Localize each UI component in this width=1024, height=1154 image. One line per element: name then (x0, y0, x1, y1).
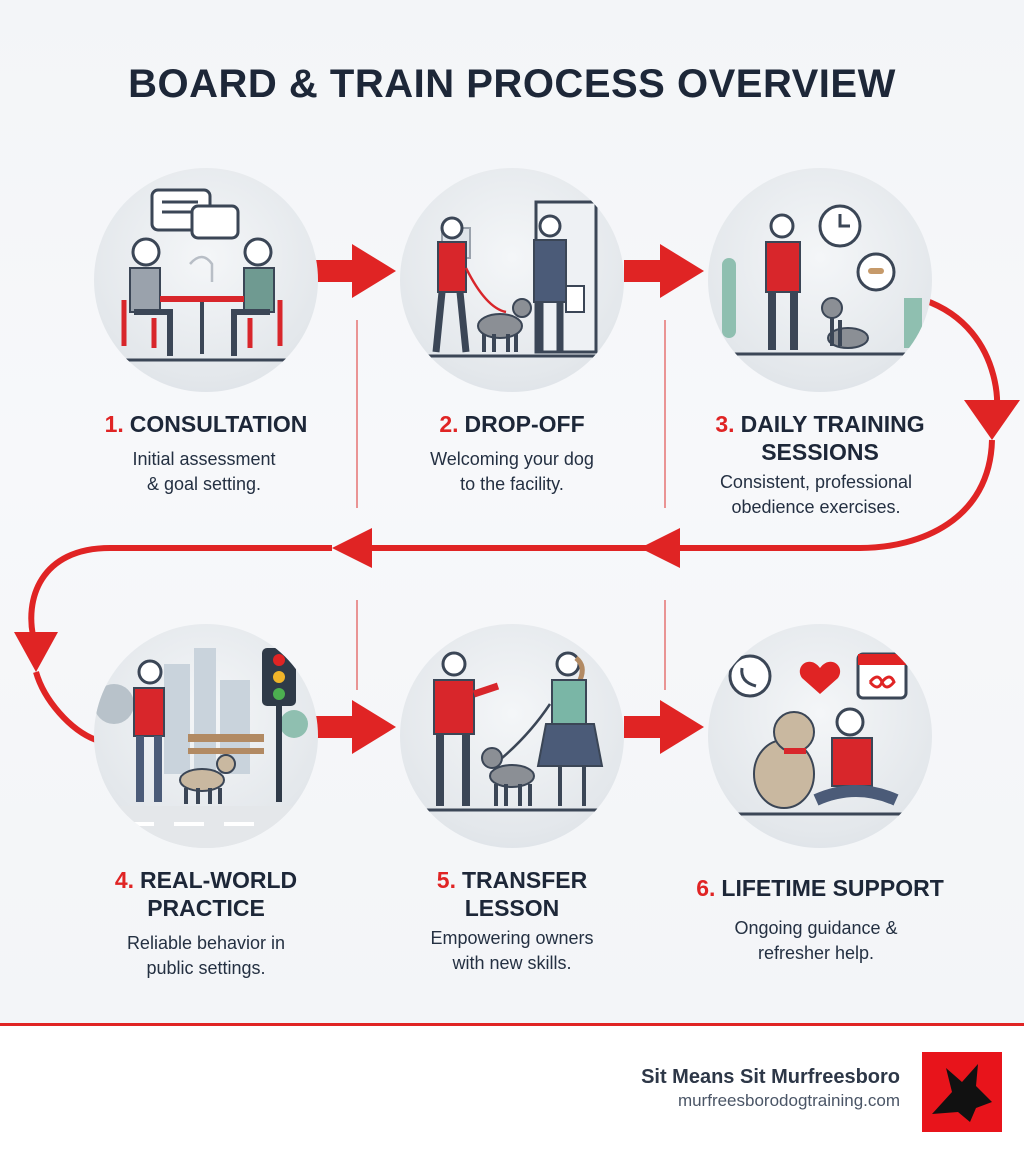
arrow-3-curve-head (964, 400, 1020, 440)
footer (0, 1026, 1024, 1154)
city-walk-illustration (94, 624, 318, 848)
step-6-description: Ongoing guidance &refresher help. (734, 918, 898, 963)
arrow-row2-head-b (332, 528, 372, 568)
arrow-2-to-3 (624, 244, 704, 298)
arrow-3-to-row2 (370, 439, 995, 551)
support-illustration (708, 624, 932, 848)
step-1-heading: 1.CONSULTATION (104, 411, 308, 437)
step-6-heading: 6.LIFETIME SUPPORT (696, 875, 944, 901)
training-illustration (708, 168, 932, 392)
handover-illustration (400, 624, 624, 848)
footer-divider (0, 1023, 1024, 1026)
consultation-illustration (94, 168, 318, 392)
step-4-heading: 4.REAL-WORLD PRACTICE (114, 867, 298, 921)
arrow-row2-head-a (640, 528, 680, 568)
arrow-5-to-6 (624, 700, 704, 754)
arrow-1-to-2 (316, 244, 396, 298)
arrow-4-to-5 (316, 700, 396, 754)
step-3-heading: 3.DAILY TRAINING SESSIONS (715, 411, 925, 465)
brand-name: Sit Means Sit Murfreesboro (641, 1066, 900, 1088)
arrow-row2-to-4 (28, 545, 332, 641)
brand-url[interactable]: murfreesborodogtraining.com (677, 1091, 900, 1110)
dog-head-logo-icon (922, 1052, 1002, 1132)
step-2-heading: 2.DROP-OFF (439, 411, 585, 437)
calendar-icon (856, 652, 908, 700)
drop-off-illustration (400, 168, 624, 392)
heart-icon (799, 661, 841, 694)
step-1-description: Initial assessment& goal setting. (132, 449, 276, 494)
arrow-to-4-head (14, 632, 58, 672)
arrow-curve-into-4 (33, 671, 98, 743)
phone-icon (728, 654, 772, 698)
chat-bubble-icon (150, 188, 240, 240)
page-title: BOARD & TRAIN PROCESS OVERVIEW (128, 62, 896, 106)
step-5-heading: 5.TRANSFER LESSON (436, 867, 588, 921)
